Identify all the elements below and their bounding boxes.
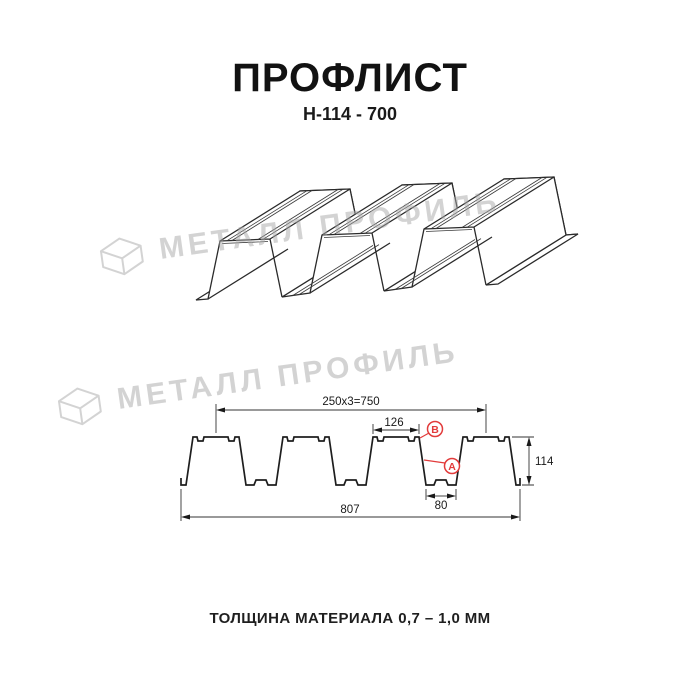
point-a-letter: А — [448, 461, 456, 473]
page-title: ПРОФЛИСТ — [232, 56, 468, 100]
dim-module-width-label: 250x3=750 — [322, 396, 379, 408]
dim-crest-width: 126 — [372, 417, 420, 434]
cross-section-view: 250x3=750 126 80 — [180, 396, 554, 521]
point-label-a: А — [423, 457, 461, 475]
point-a-circle — [443, 457, 461, 475]
point-label-b: В — [419, 420, 444, 439]
dim-module-width: 250x3=750 — [215, 396, 487, 433]
profile-model: Н-114 - 700 — [302, 104, 398, 124]
rib-2-edges — [309, 182, 465, 294]
dim-overall-width: 807 — [180, 489, 521, 521]
sheet-thickness-lines — [221, 229, 473, 244]
rib-3-body — [412, 177, 566, 287]
material-thickness-note: ТОЛЩИНА МАТЕРИАЛА 0,7 – 1,0 ММ — [209, 610, 491, 627]
dim-crest-width-label: 126 — [384, 417, 403, 429]
point-b-circle — [426, 420, 444, 438]
point-b-letter: В — [431, 424, 439, 436]
profile-3d-view — [195, 176, 579, 301]
dim-profile-height-label: 114 — [535, 456, 554, 468]
dim-valley-width-label: 80 — [435, 500, 448, 512]
dim-overall-width-label: 807 — [340, 504, 359, 516]
dim-profile-height: 114 — [512, 436, 554, 486]
rib-2-body — [310, 183, 464, 293]
rib-3-edges — [411, 176, 567, 288]
rib-1-body — [208, 189, 362, 299]
rib-1-edges — [207, 188, 363, 300]
stiffener-lines — [226, 176, 548, 296]
profile-outline — [180, 436, 521, 486]
dim-valley-width: 80 — [425, 489, 457, 512]
